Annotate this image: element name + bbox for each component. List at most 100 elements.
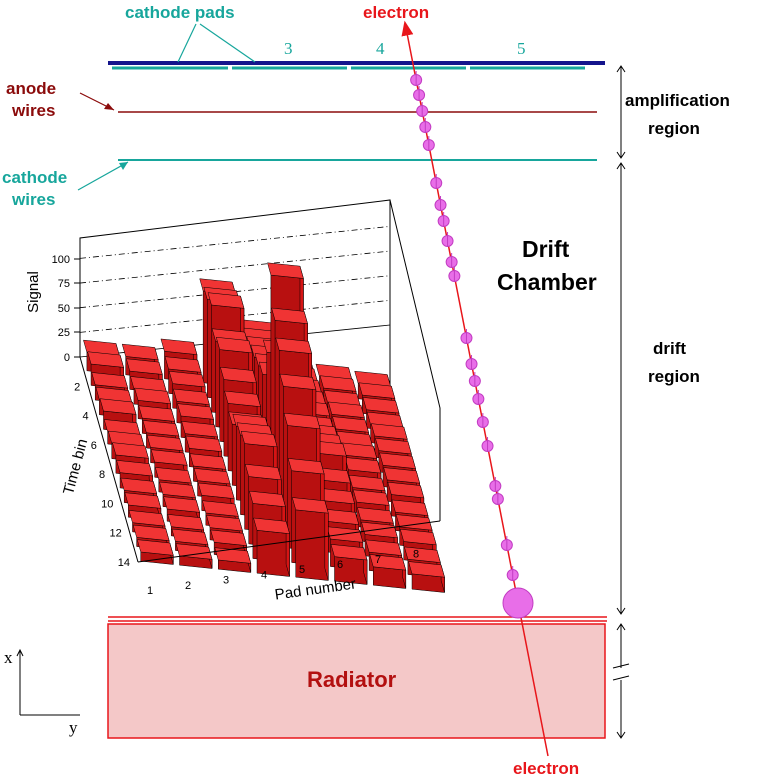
- lego-bar-top: [279, 373, 317, 390]
- lego-bar-top: [387, 481, 425, 499]
- lego-bar-top: [207, 292, 245, 309]
- coordinate-axes: [16, 648, 80, 716]
- signal-tick-label: 25: [58, 327, 70, 339]
- time-tick-label: 14: [118, 557, 130, 569]
- time-tick-label: 6: [91, 440, 97, 452]
- lego-bar-top: [404, 546, 441, 563]
- axis-y-label: y: [69, 718, 78, 737]
- lego-bar-top: [193, 468, 231, 485]
- lego-bar-top: [283, 412, 321, 430]
- lego-bar-top: [220, 366, 257, 384]
- axis-x-label: x: [4, 648, 13, 667]
- lego-bar-top: [275, 337, 313, 354]
- svg-text:3: 3: [284, 39, 293, 58]
- lego-bar-top: [332, 416, 369, 433]
- lego-bar-top: [181, 421, 219, 438]
- drift-chamber-label: Drift Chamber: [497, 236, 597, 295]
- lego-bar-top: [206, 515, 243, 532]
- lego-bar-top: [326, 526, 364, 543]
- radiator-label: Radiator: [307, 667, 397, 692]
- lego-bar-top: [344, 457, 382, 474]
- lego-bar-top: [244, 463, 282, 481]
- pad-number-labels: 3 4 5: [284, 39, 526, 58]
- lego-bar-top: [253, 517, 290, 534]
- lego-bar-top: [267, 262, 304, 279]
- lego-bar-top: [112, 442, 149, 459]
- pad-tick-label: 1: [147, 585, 153, 597]
- signal-tick-label: 75: [58, 278, 70, 290]
- lego-bar-top: [287, 458, 325, 475]
- time-tick-label: 2: [74, 381, 80, 393]
- lego-bar-top: [116, 460, 153, 477]
- lego-bar-top: [395, 514, 433, 531]
- lego-bar-top: [146, 434, 184, 451]
- tr-photon-cluster: [502, 587, 534, 619]
- pad-tick-label: 5: [299, 564, 305, 576]
- signal-axis-label: Signal: [25, 271, 42, 313]
- signal-gridline: [79, 250, 391, 284]
- time-tick-label: 12: [109, 528, 121, 540]
- lego-bar-top: [87, 351, 124, 368]
- pad-tick-label: 7: [375, 554, 381, 566]
- lego-bar-top: [291, 497, 329, 514]
- time-tick-label: 4: [82, 411, 88, 423]
- lego-back-wall: [79, 199, 391, 389]
- lego-bar-top: [330, 544, 368, 561]
- lego-bar-top: [164, 356, 202, 373]
- cathode-pads-pointers: [177, 23, 256, 63]
- time-axis: [79, 356, 139, 563]
- lego-bar-top: [167, 514, 205, 531]
- lego-bar-top: [352, 489, 390, 506]
- lego-bar-top: [319, 375, 357, 392]
- signal-tick-label: 100: [52, 254, 70, 266]
- lego-bar-top: [362, 397, 400, 414]
- lego-bar-top: [189, 453, 227, 470]
- signal-gridline: [79, 226, 391, 259]
- lego-bar-top: [132, 524, 170, 541]
- lego-bar-top: [348, 474, 386, 492]
- time-tick-label: 8: [99, 469, 105, 481]
- lego-bar-top: [120, 477, 158, 494]
- lego-bar-top: [383, 467, 421, 484]
- pad-tick-label: 4: [261, 569, 267, 581]
- lego-bar-top: [138, 405, 176, 422]
- lego-bar-top: [210, 529, 248, 546]
- lego-bar-top: [224, 390, 261, 407]
- lego-bar-top: [160, 338, 198, 355]
- pad-axis: [137, 520, 441, 563]
- lego-side-wall: [389, 199, 441, 521]
- electron-bottom-label: electron: [513, 759, 579, 778]
- lego-bar-top: [249, 490, 286, 508]
- lego-bar-top: [142, 420, 180, 437]
- lego-bar-top: [369, 554, 407, 571]
- lego-bar-top: [214, 547, 252, 564]
- pad-axis-label: Pad number: [274, 575, 357, 603]
- lego-bar-top: [185, 435, 223, 452]
- time-axis-label: Time bin: [60, 437, 91, 496]
- cathode-wires-label: cathode wires: [2, 168, 72, 209]
- lego-bar-top: [399, 528, 437, 546]
- lego-bar-top: [361, 521, 398, 539]
- lego-bar-top: [328, 401, 365, 418]
- lego-bar-top: [177, 403, 214, 420]
- lego-bar-top: [408, 561, 445, 578]
- lego-bar-top: [121, 343, 159, 361]
- svg-text:4: 4: [376, 39, 385, 58]
- pad-tick-label: 2: [185, 580, 191, 592]
- lego-bar-top: [168, 371, 206, 388]
- lego-bar-top: [136, 539, 174, 556]
- pad-tick-label: 8: [413, 549, 419, 561]
- lego-bar-top: [124, 492, 162, 509]
- svg-text:5: 5: [517, 39, 526, 58]
- time-tick-label: 10: [101, 498, 113, 510]
- lego-bar-top: [375, 437, 412, 455]
- lego-bar-top: [202, 500, 239, 517]
- lego-bar-top: [215, 336, 253, 354]
- lego-bar-front: [373, 566, 407, 589]
- lego-bar-top: [159, 481, 196, 498]
- lego-bar-top: [171, 528, 209, 545]
- radiator-box: [107, 623, 606, 739]
- lego-bar-top: [128, 510, 166, 527]
